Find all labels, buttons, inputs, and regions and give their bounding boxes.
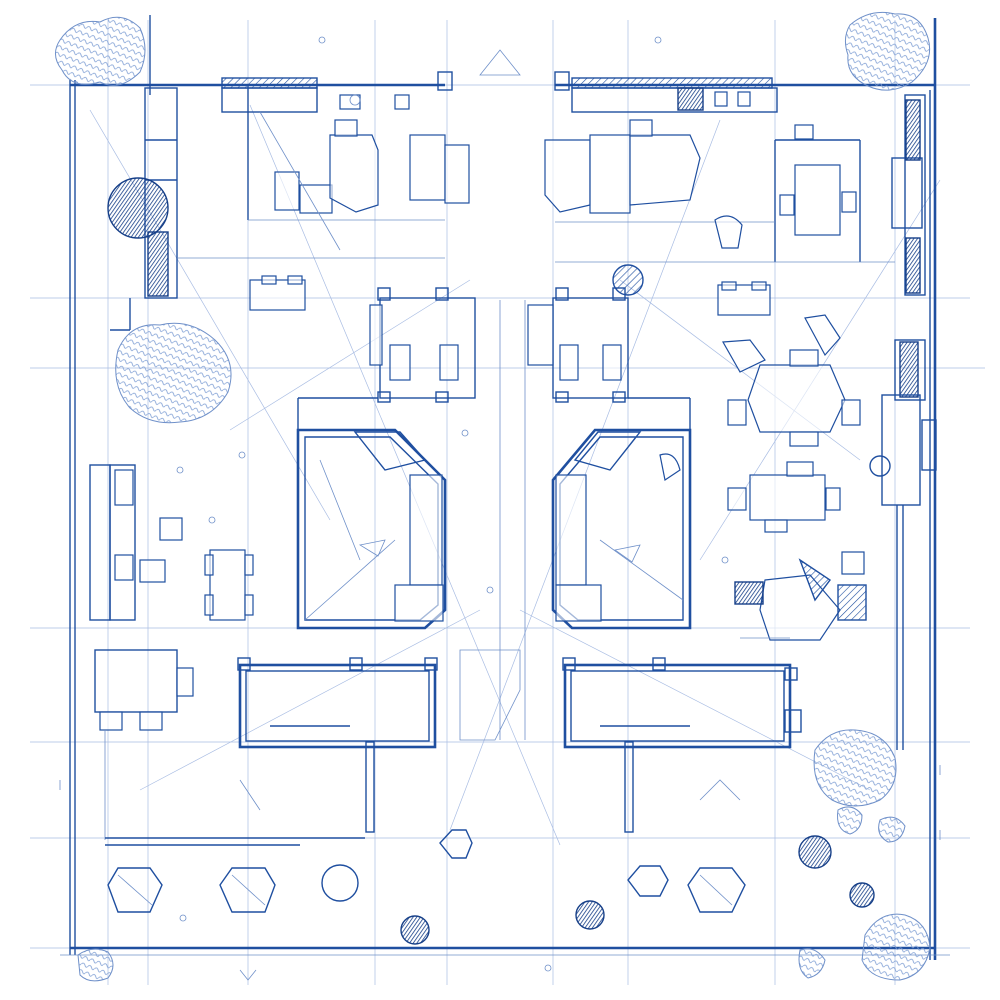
- room-top-right: [544, 91, 895, 263]
- annotation-marks: [59, 36, 941, 981]
- lower-twin-rooms: [237, 649, 802, 833]
- center-right-pod: [551, 397, 692, 630]
- center-left-pod: [296, 397, 447, 630]
- center-upper-rooms: [369, 287, 629, 740]
- planters: [107, 177, 875, 945]
- construction-lines: [30, 20, 985, 985]
- left-side-furniture: [89, 275, 365, 846]
- right-wall-band: [869, 94, 937, 750]
- foliage-trees: [55, 11, 931, 982]
- room-top-left: [178, 85, 470, 259]
- right-side-furniture: [717, 281, 867, 641]
- round-tables: [107, 829, 746, 913]
- top-window-bands: [221, 71, 778, 113]
